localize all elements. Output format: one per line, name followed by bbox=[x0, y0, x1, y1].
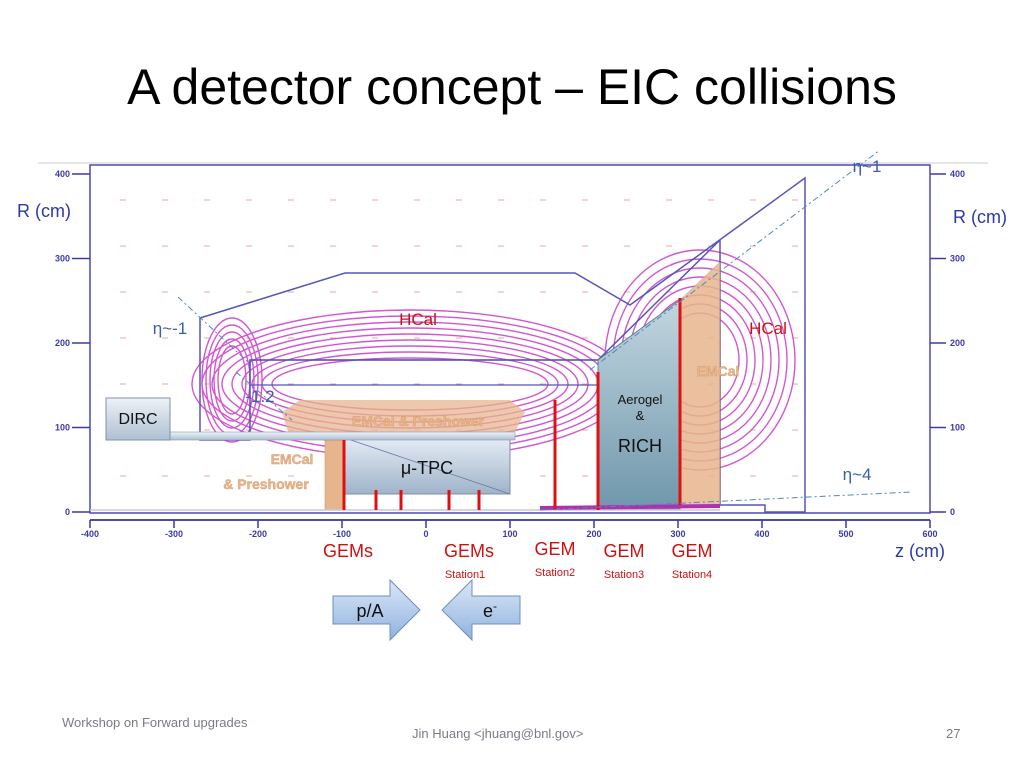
x-tick-label-3: -100 bbox=[333, 529, 351, 539]
dirc-bar bbox=[169, 431, 516, 441]
proton-beam-label: p/A bbox=[356, 601, 383, 621]
axis-ticks: -400 -300 -200 -100 0 100 200 300 400 500 600 0 0 100… bbox=[55, 169, 965, 539]
barrel-emcal bbox=[282, 400, 525, 432]
field-loop-backward bbox=[217, 345, 247, 415]
footer-event: Workshop on Forward upgrades bbox=[62, 715, 248, 730]
eta-4-label: η~4 bbox=[843, 465, 872, 484]
aerogel-label: Aerogel bbox=[618, 392, 663, 407]
y-left-tick-label-0: 0 bbox=[65, 507, 70, 517]
gem-label-2: GEM bbox=[534, 539, 575, 559]
rich-label: RICH bbox=[618, 436, 662, 456]
plot-frame bbox=[89, 164, 931, 514]
x-tick-label-1: -300 bbox=[165, 529, 183, 539]
emcal-left-line1-label: EMCal bbox=[271, 451, 314, 467]
gem-stations bbox=[342, 298, 682, 510]
x-axis-label: z (cm) bbox=[895, 541, 945, 561]
x-tick-label-2: -200 bbox=[249, 529, 267, 539]
proton-beam-arrow bbox=[332, 578, 421, 642]
x-tick-label-5: 100 bbox=[502, 529, 517, 539]
gem-label-0: GEMs bbox=[323, 541, 373, 561]
tpc-diagonal bbox=[344, 437, 511, 495]
electron-beam-e: e bbox=[483, 601, 493, 621]
electron-beam-arrow bbox=[441, 578, 521, 642]
y-right-tick-label-2: 200 bbox=[950, 338, 965, 348]
hcal-center-label: HCal bbox=[399, 310, 437, 329]
x-tick-label-4: 0 bbox=[423, 529, 428, 539]
beam-pipe-forward bbox=[540, 504, 720, 510]
dirc-box bbox=[105, 397, 171, 441]
y-right-tick-label-0: 0 bbox=[950, 507, 955, 517]
slide-title: A detector concept – EIC collisions bbox=[127, 59, 897, 115]
gem-label-3: GEM bbox=[603, 541, 644, 561]
eta-1-label: η~1 bbox=[853, 157, 882, 176]
emcal-left-line2-label: & Preshower bbox=[223, 476, 309, 492]
eta-minus1-2-line bbox=[235, 371, 293, 421]
x-tick-label-6: 200 bbox=[586, 529, 601, 539]
eta-minus1-2-label: -1.2 bbox=[245, 387, 274, 406]
emcal-right-label: EMCal bbox=[697, 363, 740, 379]
y-right-tick-label-3: 300 bbox=[950, 254, 965, 264]
y-axis-right-label: R (cm) bbox=[953, 207, 1007, 227]
electron-beam-sup: - bbox=[493, 599, 497, 613]
x-tick-label-10: 600 bbox=[922, 529, 937, 539]
eta-minus1-label: η~-1 bbox=[153, 319, 188, 338]
hcal-right-label: HCal bbox=[749, 319, 787, 338]
x-tick-label-7: 300 bbox=[670, 529, 685, 539]
gem-sub-1: Station1 bbox=[445, 569, 485, 581]
y-right-tick-label-4: 400 bbox=[950, 169, 965, 179]
forward-emcal bbox=[679, 261, 721, 506]
magnet-yoke-outline bbox=[199, 176, 806, 513]
gem-sub-4: Station4 bbox=[672, 569, 712, 581]
gem-sub-2: Station2 bbox=[535, 567, 575, 579]
eta-4-line bbox=[539, 491, 913, 511]
x-tick-label-0: -400 bbox=[81, 529, 99, 539]
dirc-label: DIRC bbox=[118, 411, 157, 428]
y-axis-left-label: R (cm) bbox=[17, 201, 71, 221]
backward-emcal bbox=[324, 439, 346, 511]
field-loop-backward bbox=[209, 331, 255, 429]
electron-beam-label: e- bbox=[483, 599, 497, 621]
gem-label-4: GEM bbox=[671, 541, 712, 561]
y-left-tick-label-2: 200 bbox=[55, 338, 70, 348]
y-left-tick-label-1: 100 bbox=[55, 423, 70, 433]
x-tick-label-9: 500 bbox=[838, 529, 853, 539]
x-tick-label-8: 400 bbox=[754, 529, 769, 539]
footer-page-number: 27 bbox=[946, 726, 961, 741]
y-left-tick-label-3: 300 bbox=[55, 254, 70, 264]
field-loop-backward bbox=[201, 317, 263, 443]
gem-label-1: GEMs bbox=[444, 541, 494, 561]
gem-sub-3: Station3 bbox=[604, 569, 644, 581]
tpc-label: μ-TPC bbox=[401, 458, 453, 478]
footer-author: Jin Huang <jhuang@bnl.gov> bbox=[412, 726, 584, 741]
y-left-tick-label-4: 400 bbox=[55, 169, 70, 179]
y-right-tick-label-1: 100 bbox=[950, 423, 965, 433]
aerogel-amp-label: & bbox=[636, 408, 645, 423]
emcal-preshower-top-label: EMCal & Preshower bbox=[352, 413, 485, 429]
eta-minus1-line bbox=[177, 296, 249, 363]
eta-1-line bbox=[589, 149, 881, 371]
